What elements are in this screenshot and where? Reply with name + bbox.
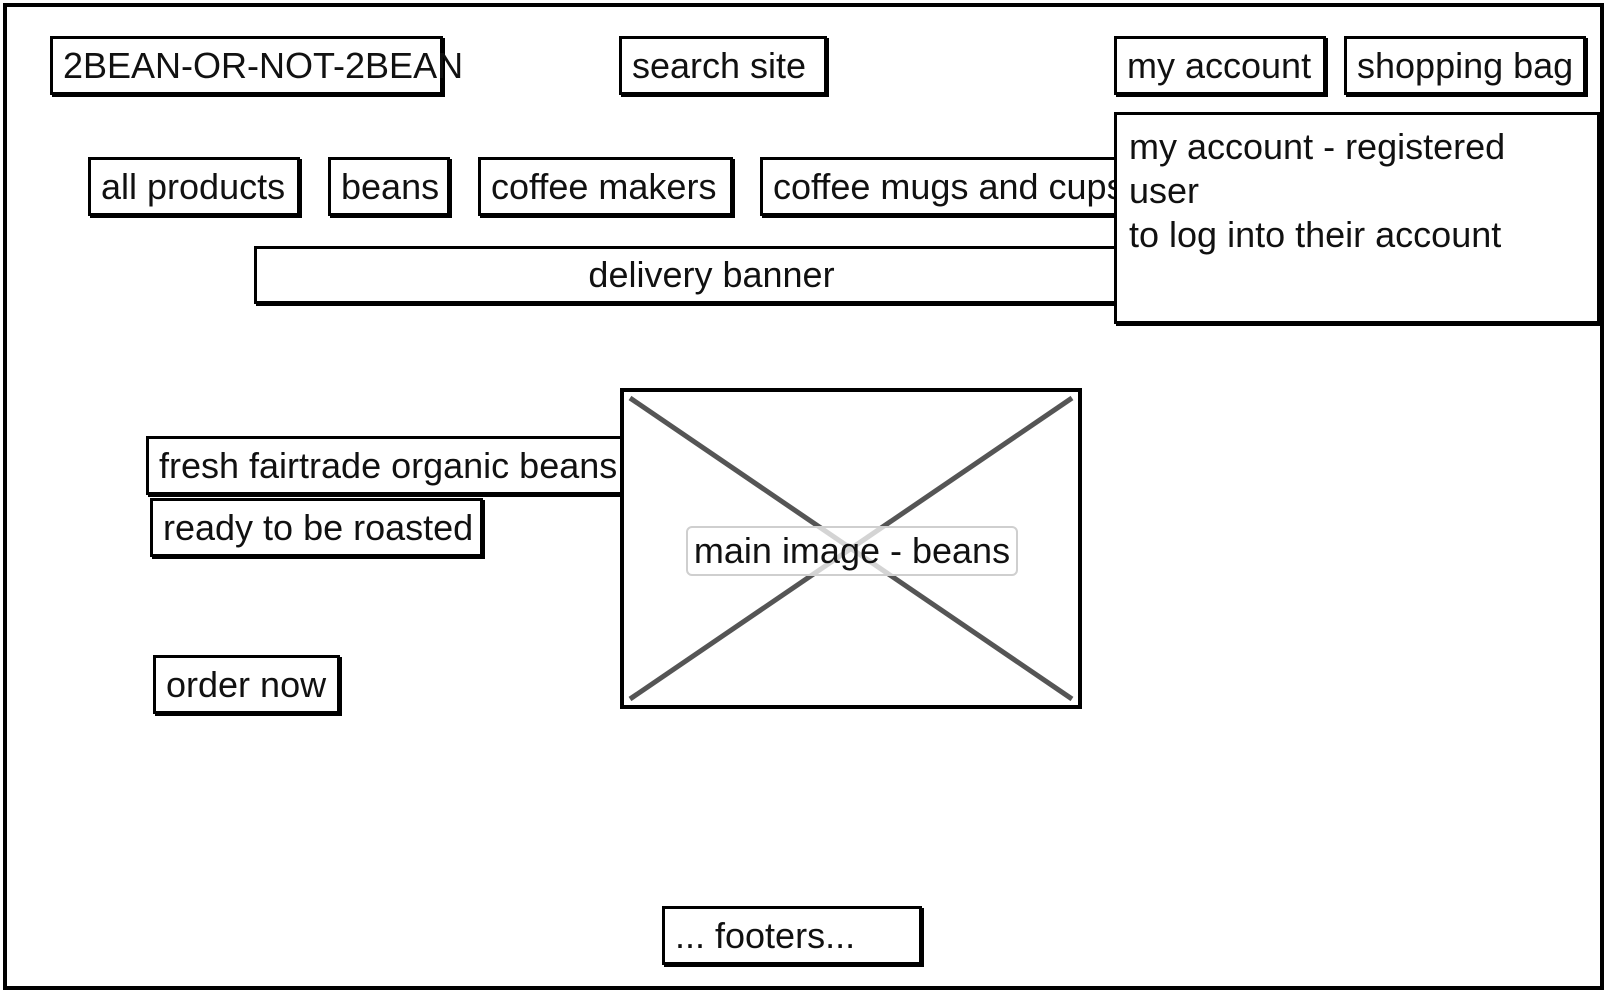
account-dropdown-line-2: to log into their account: [1129, 214, 1502, 255]
main-image-placeholder: main image - beans: [620, 388, 1082, 709]
footer-placeholder: ... footers...: [662, 906, 922, 965]
account-dropdown-line-1: my account - registered user: [1129, 126, 1506, 211]
hero-heading: fresh fairtrade organic beans: [146, 436, 633, 495]
nav-item-all-products[interactable]: all products: [88, 157, 300, 216]
my-account-button[interactable]: my account: [1114, 36, 1326, 95]
site-logo[interactable]: 2BEAN-OR-NOT-2BEAN: [50, 36, 463, 95]
nav-item-coffee-makers[interactable]: coffee makers: [478, 157, 733, 216]
nav-item-beans[interactable]: beans: [328, 157, 450, 216]
main-image-label: main image - beans: [686, 526, 1018, 576]
hero-subheading: ready to be roasted: [150, 498, 483, 557]
account-dropdown-panel: my account - registered user to log into…: [1114, 112, 1600, 324]
order-now-button[interactable]: order now: [153, 655, 340, 714]
search-input[interactable]: search site: [619, 36, 827, 95]
nav-item-coffee-mugs-and-cups[interactable]: coffee mugs and cups: [760, 157, 1130, 216]
shopping-bag-button[interactable]: shopping bag: [1344, 36, 1586, 95]
delivery-banner: delivery banner: [254, 246, 1169, 304]
